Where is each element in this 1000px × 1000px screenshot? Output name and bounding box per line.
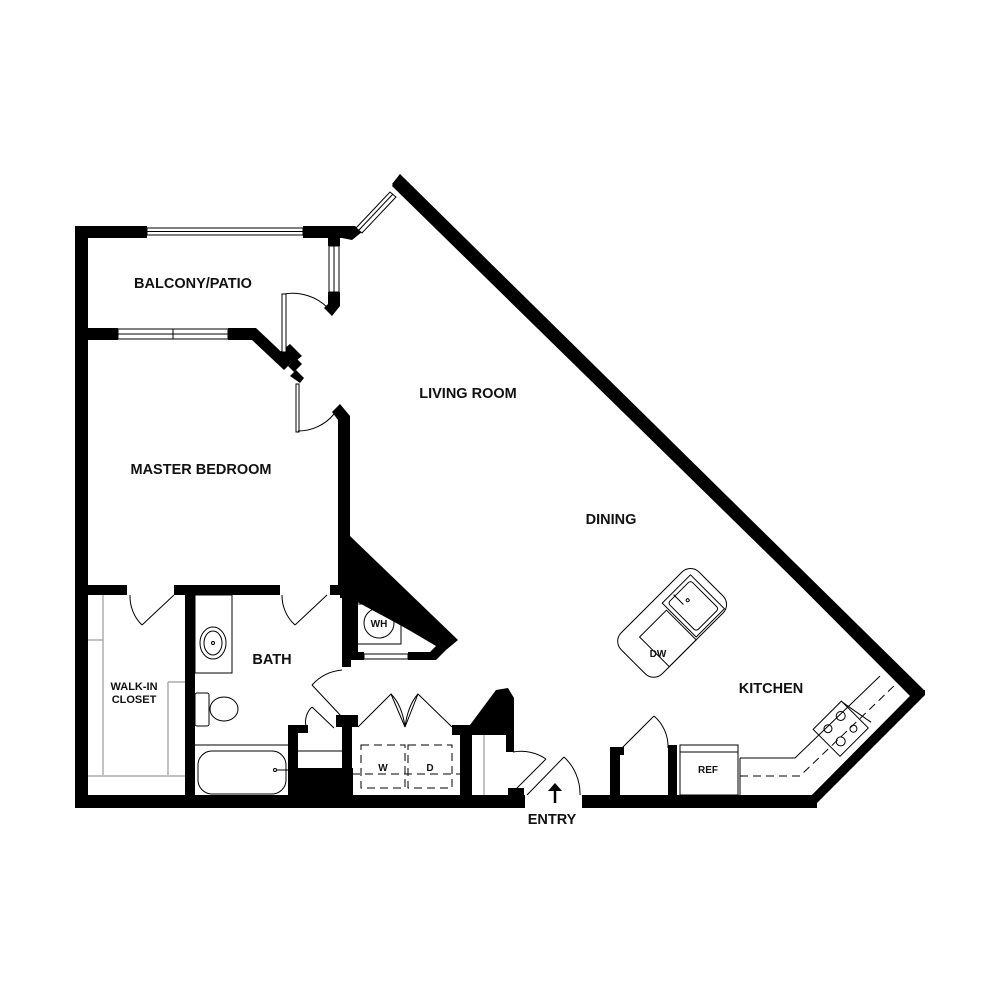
dryer-label: D	[426, 763, 433, 774]
entry-label: ENTRY	[528, 812, 577, 828]
washer-dryer: W D	[352, 744, 460, 789]
entry-arrow-icon	[548, 783, 562, 803]
room-label-closet-line1: WALK-IN	[110, 681, 157, 693]
closet-shelving	[88, 595, 485, 795]
room-label-kitchen: KITCHEN	[739, 681, 803, 697]
refrigerator-icon: REF	[679, 744, 739, 796]
bath-vanity	[194, 594, 233, 674]
window-top-angled	[355, 191, 397, 234]
coat-closet-door	[512, 750, 547, 791]
kitchen-counter	[739, 675, 897, 795]
linen-door	[305, 706, 335, 729]
room-label-dining: DINING	[586, 512, 637, 528]
washer-label: W	[378, 763, 388, 774]
water-heater-icon: WH	[356, 603, 402, 645]
pantry-door	[621, 715, 669, 749]
toilet-icon	[194, 692, 239, 727]
closet-door	[129, 594, 175, 626]
bath-door	[281, 594, 328, 626]
room-label-closet-line2: CLOSET	[112, 694, 157, 706]
dishwasher-label: DW	[650, 649, 667, 660]
interior-walls	[75, 404, 677, 800]
bath-hall-door	[311, 669, 343, 718]
refrigerator-label: REF	[698, 765, 718, 776]
wd-bifold-doors	[357, 693, 453, 728]
bathtub-icon	[195, 744, 342, 795]
bedroom-door	[295, 383, 335, 433]
water-heater-label: WH	[371, 619, 388, 630]
room-label-living-room: LIVING ROOM	[419, 386, 516, 402]
range-icon	[812, 700, 872, 757]
room-label-balcony: BALCONY/PATIO	[134, 276, 252, 292]
room-label-master-bedroom: MASTER BEDROOM	[131, 462, 272, 478]
kitchen-island	[617, 567, 728, 678]
balcony-walls	[75, 226, 340, 383]
balcony-door	[281, 292, 329, 353]
room-label-bath: BATH	[252, 652, 291, 668]
window-balcony-top	[146, 227, 304, 236]
entry-door	[526, 756, 581, 796]
